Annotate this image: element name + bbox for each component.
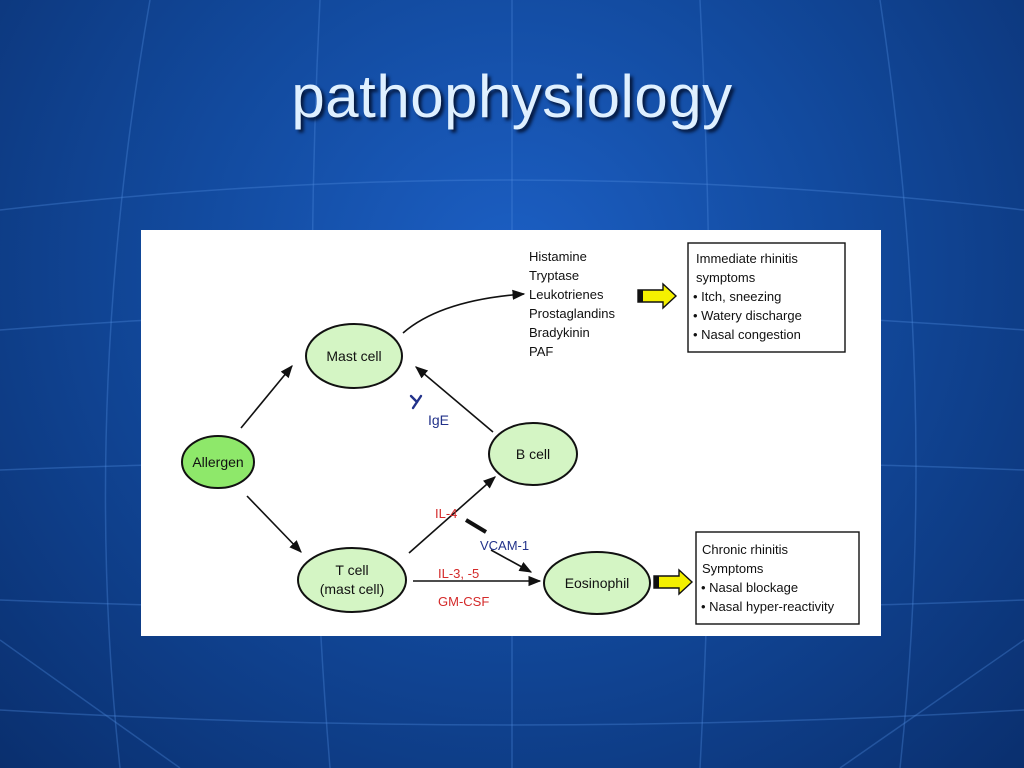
immediate-box-title-2: symptoms [696,270,756,285]
node-b-cell-label: B cell [516,446,550,462]
chronic-box-item: • Nasal blockage [701,580,798,595]
ige-label: IgE [428,412,449,428]
chronic-box-title-1: Chronic rhinitis [702,542,788,557]
diagram-panel: IgE Mast cell Allergen B cell T cell (ma… [141,230,881,636]
arrow-allergen-to-tcell [246,495,302,553]
vcam-bar [464,518,488,534]
yellow-arrow-immediate [637,282,678,310]
immediate-box-item: • Watery discharge [693,308,802,323]
slide-title: pathophysiology [291,63,733,130]
node-mast-cell-label: Mast cell [326,348,381,364]
immediate-symptoms-box [687,242,846,353]
mediator-item: Tryptase [529,268,579,283]
node-b-cell [488,422,578,486]
pathophysiology-diagram: IgE Mast cell Allergen B cell T cell (ma… [181,242,860,625]
gmcsf-label: GM-CSF [438,594,489,609]
arrow-mast-to-mediators [402,289,526,334]
arrow-tcell-to-bcell [408,476,496,554]
mediator-item: Leukotrienes [529,287,604,302]
yellow-arrow-chronic [653,568,694,596]
node-allergen-label: Allergen [192,454,243,470]
il35-label: IL-3, -5 [438,566,479,581]
arrow-bcell-to-mast [415,366,494,433]
chronic-box-item: • Nasal hyper-reactivity [701,599,835,614]
node-t-cell-label-1: T cell [335,562,368,578]
arrow-vcam-to-eosinophil [490,549,533,573]
immediate-box-item: • Itch, sneezing [693,289,781,304]
chronic-symptoms-box [695,531,860,625]
immediate-box-item: • Nasal congestion [693,327,801,342]
node-eosinophil [543,551,651,615]
mediator-item: Histamine [529,249,587,264]
vcam1-label: VCAM-1 [480,538,529,553]
chronic-box-title-2: Symptoms [702,561,764,576]
mediator-item: PAF [529,344,553,359]
node-mast-cell [305,323,403,389]
node-eosinophil-label: Eosinophil [565,575,630,591]
node-allergen [181,435,255,489]
mediator-item: Bradykinin [529,325,590,340]
il4-label: IL-4 [435,506,457,521]
mediator-item: Prostaglandins [529,306,615,321]
node-t-cell [297,547,407,613]
node-t-cell-label-2: (mast cell) [320,581,385,597]
ige-antibody-icon [409,394,423,410]
immediate-box-title-1: Immediate rhinitis [696,251,798,266]
arrow-allergen-to-mast [240,365,293,429]
